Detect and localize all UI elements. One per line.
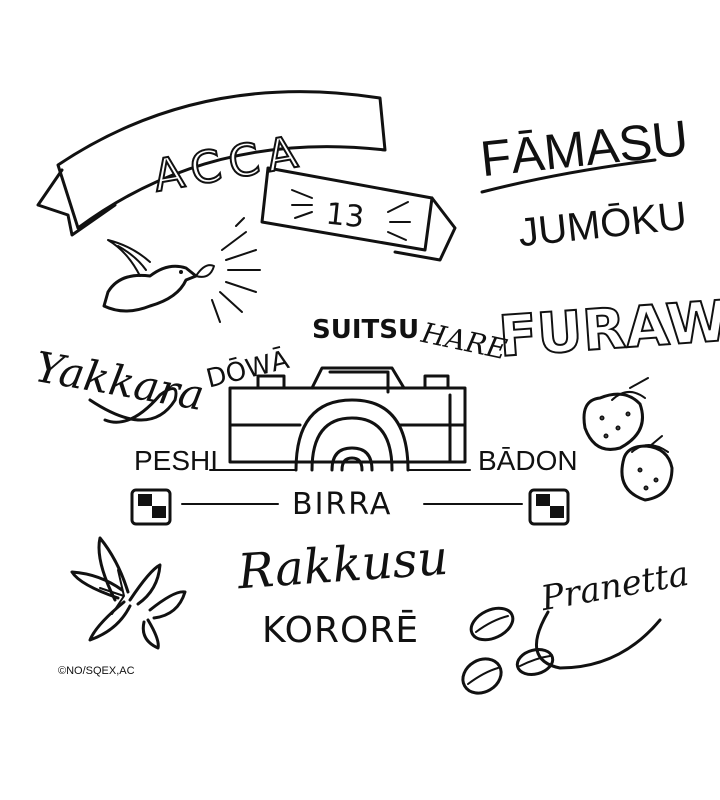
banner-title: ACCA	[150, 126, 309, 203]
underline-famasu	[480, 158, 657, 194]
coffee-bean-icon	[461, 657, 503, 695]
lily-icon	[70, 536, 187, 650]
flourish-yakkara	[88, 387, 178, 424]
checker-cube-icon	[528, 488, 570, 526]
word-rakkusu: Rakkusu	[235, 530, 450, 601]
word-badon: BĀDON	[478, 445, 578, 476]
checker-cube-icon	[130, 488, 172, 526]
word-famasu: FĀMASU	[478, 110, 691, 187]
strawberry-icon	[620, 435, 674, 502]
word-peshi: PESHI	[134, 445, 218, 476]
word-korore: KORORĒ	[262, 610, 419, 651]
word-furawau: FURAWAU	[497, 283, 720, 370]
copyright-text: ©NO/SQEX,AC	[58, 665, 135, 677]
flourish-pranetta	[534, 610, 662, 670]
strawberry-icon	[582, 377, 649, 451]
camera-icon	[209, 366, 471, 472]
word-birra: BIRRA	[292, 487, 392, 522]
coffee-bean-icon	[515, 648, 555, 676]
coffee-bean-icon	[469, 606, 515, 642]
ribbon-banner	[36, 90, 457, 262]
word-hare: HARE	[418, 316, 510, 366]
word-suitsu: SUITSU	[312, 315, 419, 345]
word-yakkara: Yakkara	[31, 342, 207, 420]
word-pranetta: Pranetta	[537, 554, 692, 619]
word-jumoku: JUMŌKU	[516, 194, 689, 255]
dove-icon	[102, 217, 261, 323]
banner-number: 13	[324, 197, 366, 236]
